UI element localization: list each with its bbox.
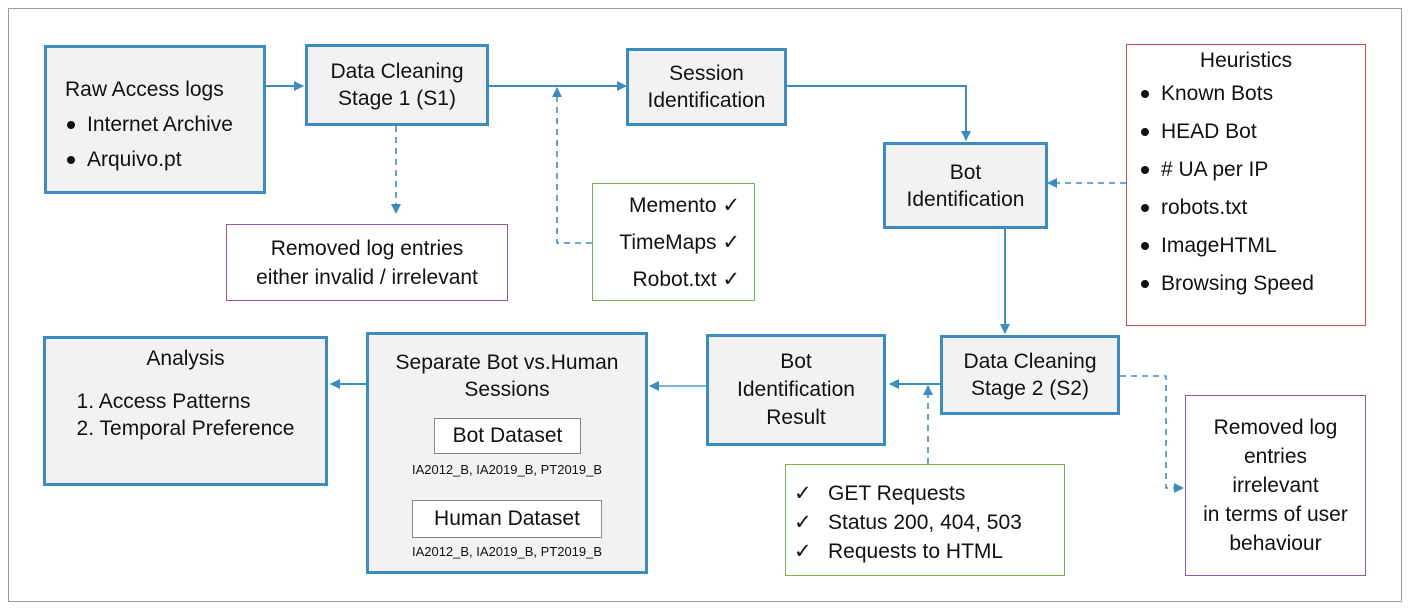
raw-logs-item: Internet Archive <box>65 107 233 142</box>
separate-line1: Separate Bot vs.Human <box>395 351 619 374</box>
bot-id-line2: Identification <box>906 187 1025 211</box>
heuristics-box: Heuristics Known Bots HEAD Bot # UA per … <box>1126 44 1366 326</box>
analysis-title: Analysis <box>146 347 225 370</box>
removed1-line2: either invalid / irrelevant <box>256 265 478 289</box>
raw-logs-item: Arquivo.pt <box>65 142 233 177</box>
arrow-s2-to-removed2 <box>1120 375 1184 493</box>
result-line1: Bot <box>780 350 812 373</box>
check-row: TimeMaps ✓ <box>619 224 740 261</box>
removed-entries-s2-box: Removed log entries irrelevant in terms … <box>1185 395 1366 576</box>
checkmark-icon: ✓ <box>794 511 812 534</box>
check-row: Robot.txt ✓ <box>633 261 741 298</box>
checkmark-icon: ✓ <box>794 540 812 563</box>
bot-dataset-sets: IA2012_B, IA2019_B, PT2019_B <box>411 462 603 477</box>
raw-access-logs-box: Raw Access logs Internet Archive Arquivo… <box>44 45 266 194</box>
separate-line2: Sessions <box>464 378 550 401</box>
validation-checks-box: Memento ✓ TimeMaps ✓ Robot.txt ✓ <box>592 183 755 301</box>
checkmark-icon: ✓ <box>722 230 740 254</box>
removed2-line: behaviour <box>1229 532 1322 555</box>
arrow-session-to-bot <box>787 85 971 141</box>
human-dataset-sets: IA2012_B, IA2019_B, PT2019_B <box>411 544 603 559</box>
result-line3: Result <box>766 406 826 429</box>
bot-identification-box: Bot Identification <box>883 142 1048 229</box>
checkmark-icon: ✓ <box>722 267 740 291</box>
heuristic-item: robots.txt <box>1139 189 1365 227</box>
human-dataset-label: Human Dataset <box>412 500 602 538</box>
removed2-line: in terms of user <box>1203 503 1348 526</box>
analysis-list: 1. Access Patterns 2. Temporal Preferenc… <box>77 388 295 442</box>
request-filters-box: ✓ GET Requests ✓ Status 200, 404, 503 ✓ Req… <box>785 464 1065 576</box>
filter-row: ✓ Requests to HTML <box>794 537 1064 566</box>
analysis-box: Analysis 1. Access Patterns 2. Temporal … <box>43 336 328 486</box>
arrow-checks-to-s1 <box>552 87 592 244</box>
human-dataset-text: Human Dataset <box>434 507 580 530</box>
heuristic-item: HEAD Bot <box>1139 113 1365 151</box>
data-cleaning-s2-box: Data Cleaning Stage 2 (S2) <box>940 335 1120 415</box>
analysis-item: 1. Access Patterns <box>76 390 251 413</box>
heuristic-item: Known Bots <box>1139 75 1365 113</box>
removed2-line: irrelevant <box>1232 474 1319 497</box>
checkmark-icon: ✓ <box>794 482 812 505</box>
removed2-line: entries <box>1243 445 1308 468</box>
data-cleaning-s1-box: Data Cleaning Stage 1 (S1) <box>305 44 489 126</box>
filter-label: Status 200, 404, 503 <box>828 511 1022 534</box>
heuristic-item: Browsing Speed <box>1139 265 1365 303</box>
session-identification-box: Session Identification <box>626 48 787 126</box>
session-line2: Identification <box>647 89 766 112</box>
checkmark-icon: ✓ <box>722 193 740 217</box>
check-label: TimeMaps <box>619 230 717 254</box>
analysis-item: 2. Temporal Preference <box>76 417 295 440</box>
filter-label: GET Requests <box>828 482 966 505</box>
s1-line2: Stage 1 (S1) <box>338 87 456 110</box>
session-line1: Session <box>669 62 744 85</box>
bot-id-line1: Bot <box>949 160 982 184</box>
s2-line2: Stage 2 (S2) <box>971 377 1089 400</box>
filter-row: ✓ GET Requests <box>794 479 1064 508</box>
result-line2: Identification <box>737 378 855 401</box>
check-label: Memento <box>629 193 717 217</box>
filter-row: ✓ Status 200, 404, 503 <box>794 508 1064 537</box>
check-row: Memento ✓ <box>629 187 740 224</box>
heuristics-title: Heuristics <box>1199 49 1293 72</box>
filter-label: Requests to HTML <box>828 540 1004 563</box>
s2-line1: Data Cleaning <box>963 350 1097 373</box>
bot-identification-result-box: Bot Identification Result <box>706 334 886 446</box>
raw-logs-title: Raw Access logs <box>65 78 224 101</box>
removed-entries-s1-box: Removed log entries either invalid / irr… <box>226 224 508 301</box>
check-label: Robot.txt <box>632 267 717 291</box>
removed1-line1: Removed log entries <box>270 236 464 260</box>
heuristic-item: # UA per IP <box>1139 151 1365 189</box>
s1-line1: Data Cleaning <box>330 60 464 83</box>
heuristic-item: ImageHTML <box>1139 227 1365 265</box>
bot-dataset-label: Bot Dataset <box>434 418 581 454</box>
bot-dataset-text: Bot Dataset <box>452 424 563 447</box>
removed2-line: Removed log <box>1213 416 1338 439</box>
